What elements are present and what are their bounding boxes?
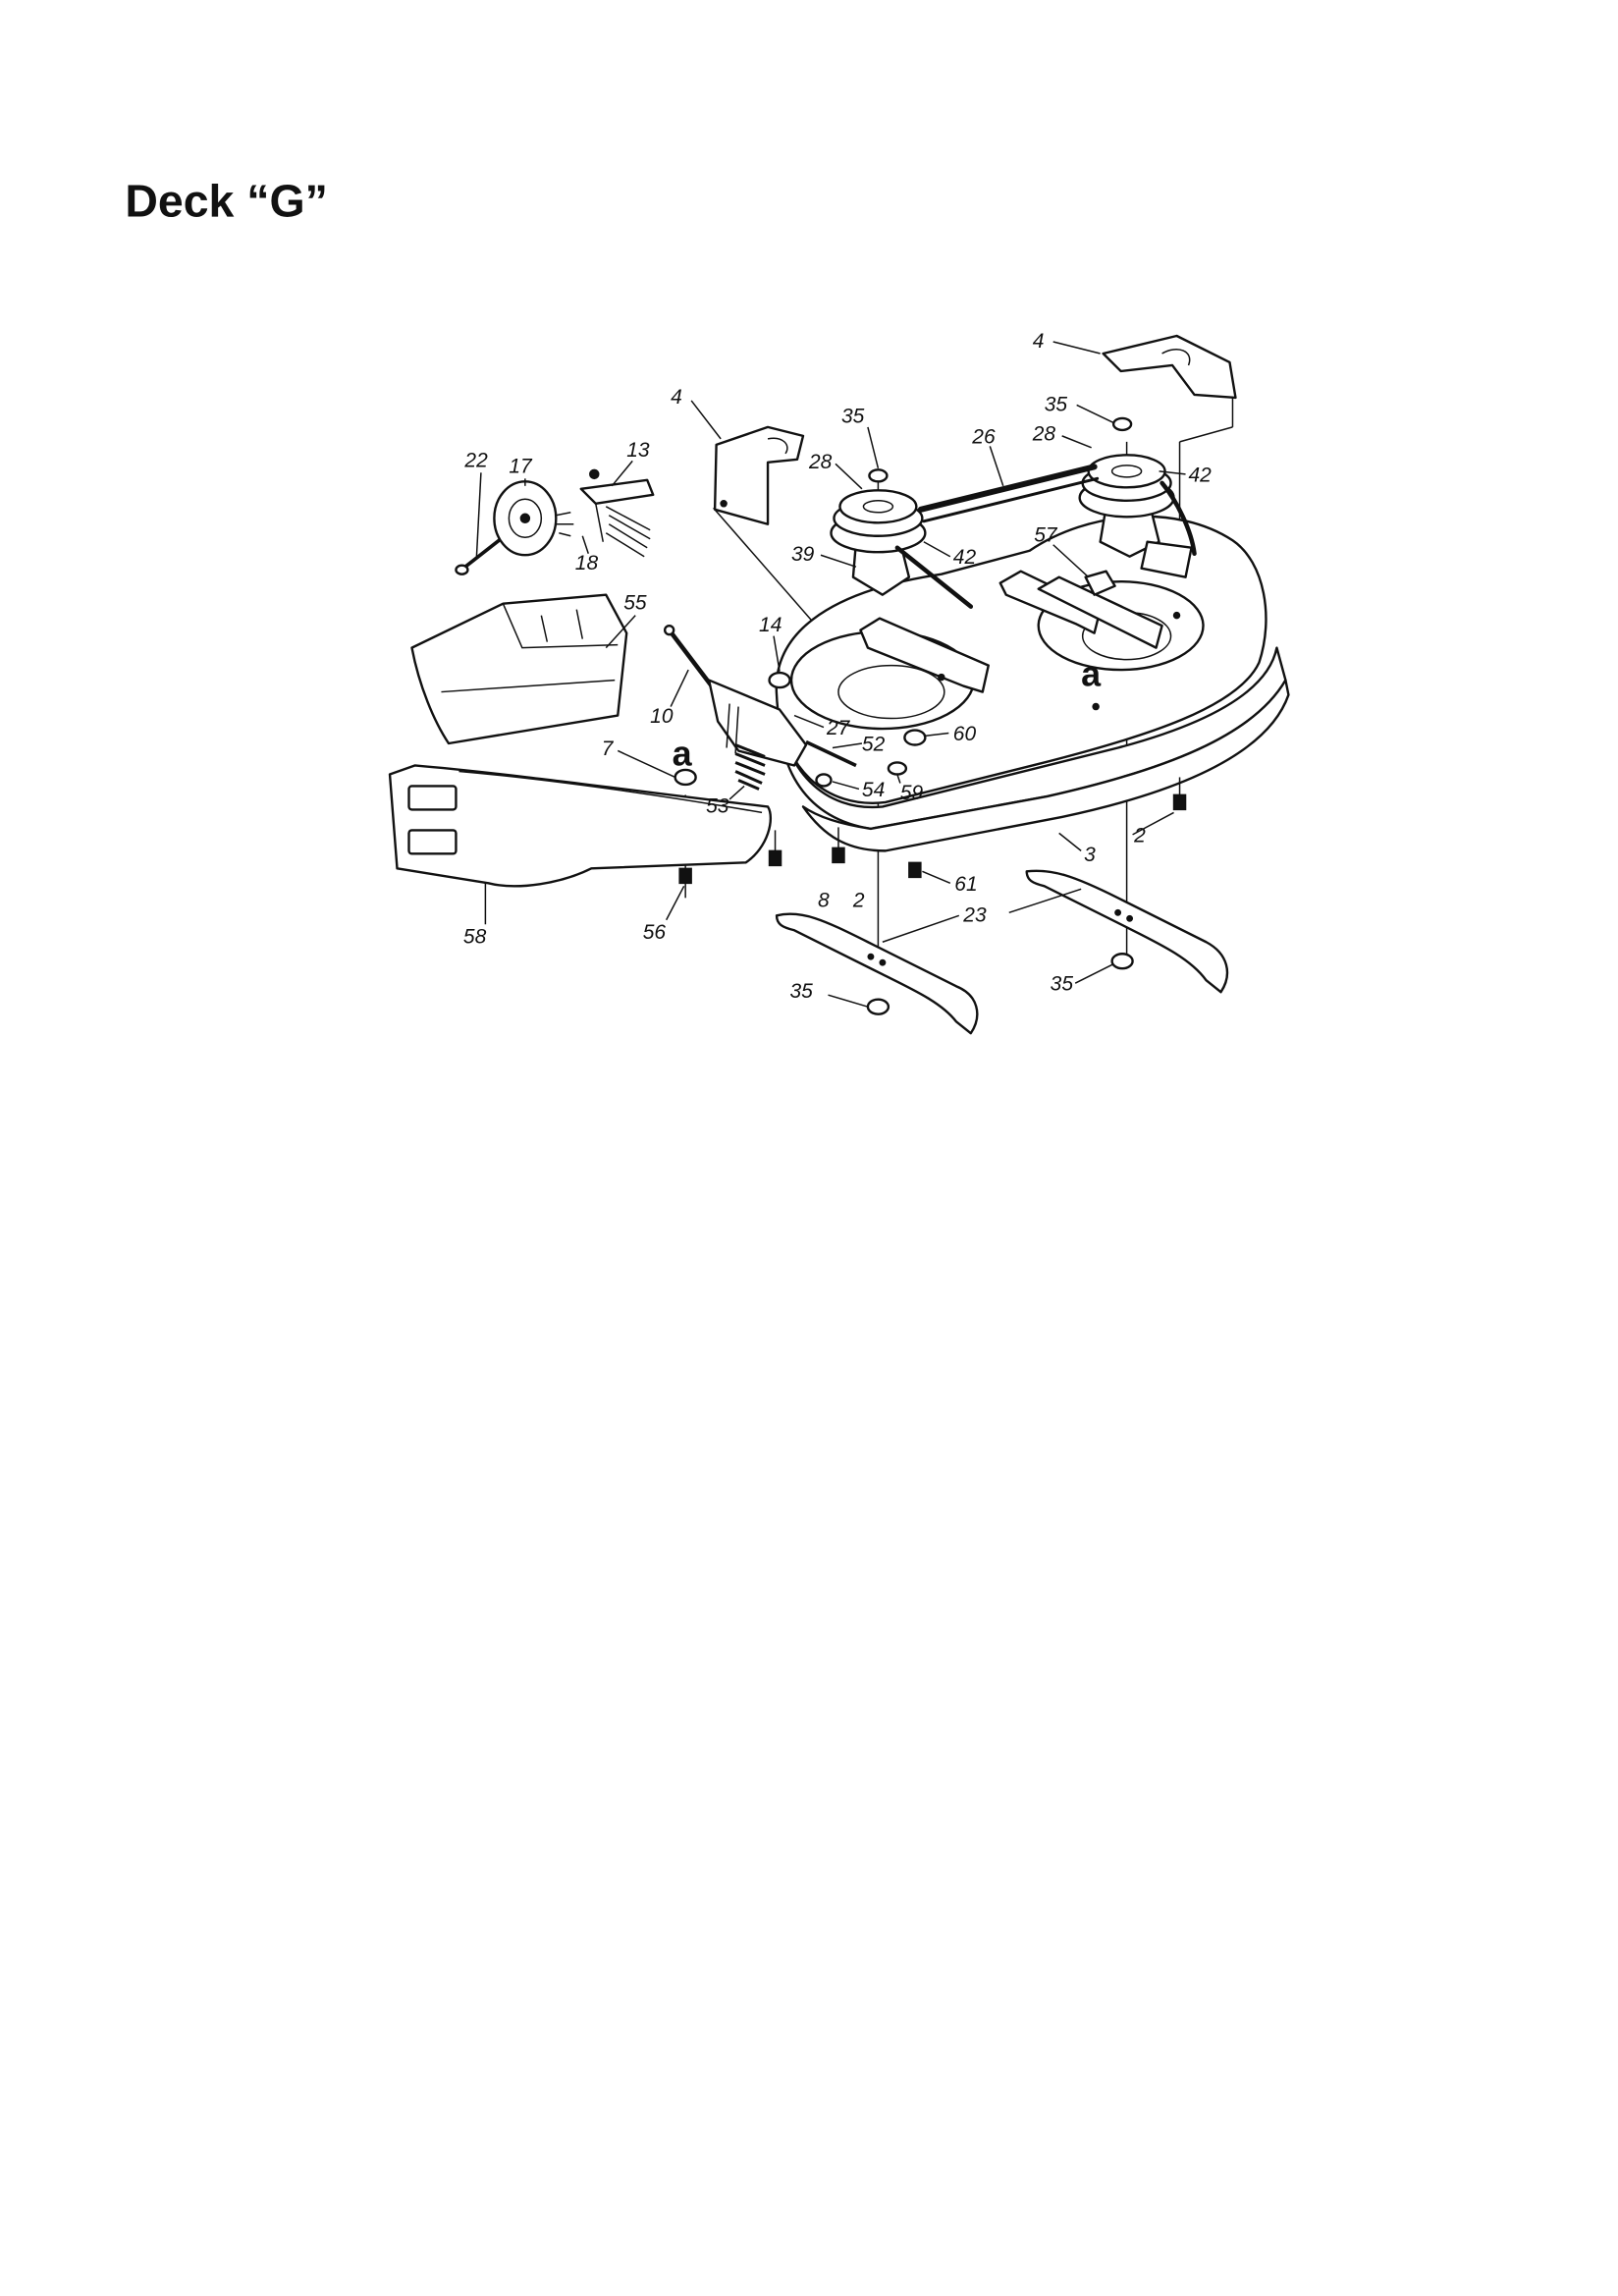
callout-label: 28 (808, 451, 833, 473)
callout-label: 27 (826, 717, 851, 739)
callout-label: 17 (509, 455, 533, 477)
reference-mark: a (1081, 654, 1102, 694)
nut (903, 729, 927, 746)
blade-right (1025, 869, 1229, 994)
belt-guard-right (1102, 334, 1237, 400)
bolt (832, 847, 845, 864)
front-guard (388, 764, 773, 888)
idler-pulley-assembly (455, 468, 655, 575)
callout-labels: 4 4 35 35 26 28 28 42 42 39 57 22 17 13 … (463, 330, 1212, 1003)
bolt (908, 861, 922, 879)
idler-bracket (579, 478, 655, 505)
belt-guard-left (713, 425, 805, 525)
nut (768, 671, 791, 689)
page-title: Deck “G” (125, 176, 327, 227)
bushing (887, 761, 908, 776)
callout-label: 8 (818, 889, 830, 911)
callout-label: 22 (463, 449, 488, 471)
clip-part (1084, 570, 1116, 596)
callout-label: 60 (953, 723, 977, 745)
callout-label: 56 (643, 921, 667, 944)
hardware (674, 768, 1187, 1015)
callout-label: 53 (706, 794, 729, 817)
callout-label: 39 (791, 543, 815, 566)
callout-label: 35 (1051, 973, 1074, 996)
spring (734, 743, 766, 791)
callout-label: 61 (954, 873, 977, 896)
callout-label: 54 (862, 779, 885, 801)
callout-label: 18 (575, 552, 599, 574)
idler-arm (663, 624, 927, 788)
callout-label: 23 (962, 903, 987, 926)
callout-label: 35 (790, 980, 814, 1003)
callout-label: 10 (650, 705, 674, 728)
bolt (768, 849, 782, 867)
callout-label: 42 (1189, 464, 1213, 486)
callout-label: 42 (953, 546, 977, 569)
callout-label: 3 (1084, 844, 1096, 866)
callout-label: 55 (623, 592, 647, 615)
drive-belt (894, 464, 1197, 609)
discharge-chute (410, 593, 628, 745)
right-spindle (1078, 416, 1175, 558)
right-mount-plate (998, 570, 1102, 634)
spindle-nut (868, 468, 889, 483)
callout-label: 4 (1033, 330, 1045, 353)
callout-label: 14 (759, 614, 782, 636)
callout-label: 35 (1045, 393, 1068, 415)
callout-label: 35 (841, 405, 865, 427)
spindle-nut (1111, 416, 1133, 432)
callout-label: 26 (971, 425, 996, 448)
blades (775, 869, 1229, 1035)
left-mount-plate (859, 617, 990, 693)
callout-label: 2 (852, 889, 865, 911)
callout-label: 57 (1034, 524, 1058, 547)
bolt (678, 867, 692, 885)
blade-left (775, 912, 979, 1035)
blade-nut (1110, 953, 1134, 970)
callout-label: 13 (626, 439, 650, 462)
callout-label: 28 (1032, 422, 1056, 445)
callout-label: 58 (463, 926, 487, 949)
callout-label: 59 (900, 782, 924, 804)
blade-nut (866, 998, 890, 1015)
left-spindle (830, 468, 927, 596)
washer (815, 773, 833, 788)
callout-label: 2 (1133, 824, 1146, 847)
bolt (1172, 793, 1187, 811)
leader-lines (475, 341, 1186, 1008)
callout-label: 52 (862, 733, 886, 755)
reference-marks: a a (673, 654, 1102, 774)
reference-mark: a (673, 733, 693, 773)
callout-label: 4 (671, 386, 682, 409)
callout-label: 7 (602, 738, 615, 760)
deck-shell (775, 515, 1290, 852)
